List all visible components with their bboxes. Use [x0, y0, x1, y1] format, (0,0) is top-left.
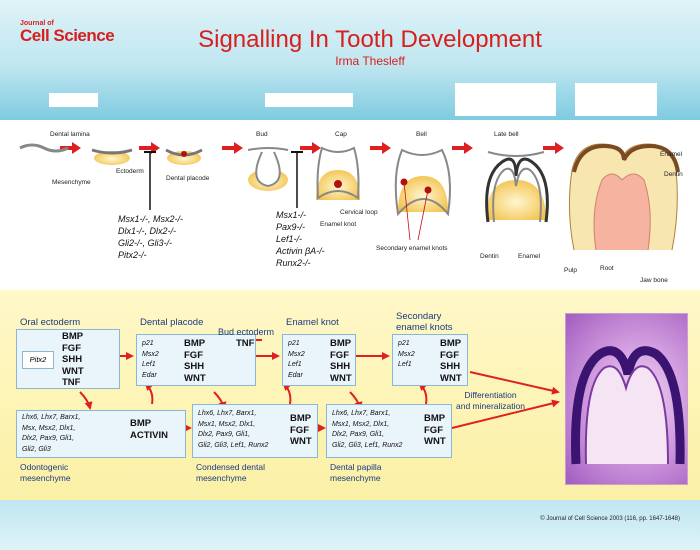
secondary-knots-signals: BMP FGF SHH WNT	[440, 338, 462, 384]
label-dentin: Dentin	[480, 253, 499, 260]
papilla-caption: Dental papilla mesenchyme	[330, 462, 382, 483]
label-root: Root	[600, 265, 614, 272]
enamel-knot-genes: p21 Msx2 Lef1 Edar	[288, 340, 305, 379]
svg-text:Activin βA-/-: Activin βA-/-	[275, 246, 325, 256]
knockout-list-1: Msx1-/-, Msx2-/- Dlx1-/-, Dlx2-/- Gli2-/…	[118, 214, 183, 260]
condensed-caption: Condensed dental mesenchyme	[196, 462, 266, 483]
svg-text:Lef1-/-: Lef1-/-	[276, 234, 302, 244]
condensed-mesenchyme-box	[192, 404, 318, 458]
dental-placode-box	[136, 334, 256, 386]
svg-text:Dlx1-/-, Dlx2-/-: Dlx1-/-, Dlx2-/-	[118, 226, 176, 236]
label-enamel: Enamel	[518, 253, 541, 260]
copyright-notice: © Journal of Cell Science 2003 (116, pp.…	[540, 516, 680, 522]
stage-label-bud: Bud	[256, 131, 268, 138]
stage-label-bell: Bell	[416, 131, 427, 138]
bud-ectoderm-heading: Bud ectoderm	[218, 327, 275, 337]
arrow-odonto-up	[144, 382, 154, 405]
arrow-secondary-to-tissue	[469, 371, 560, 395]
odontogenic-signals: BMP ACTIVIN	[130, 418, 168, 441]
blank-box-2	[265, 93, 353, 107]
author-name: Irma Thesleff	[335, 54, 405, 68]
odontogenic-genes: Lhx6, Lhx7, Barx1, Msx, Msx2, Dlx1, Dlx2…	[22, 414, 81, 453]
stage-label-dental-lamina: Dental lamina	[50, 131, 90, 138]
cap-stage	[316, 146, 360, 200]
svg-text:Pax9-/-: Pax9-/-	[276, 222, 305, 232]
secondary-knots-box	[392, 334, 468, 386]
label-mesenchyme: Mesenchyme	[52, 179, 91, 186]
svg-text:Runx2-/-: Runx2-/-	[276, 258, 311, 268]
stage-arrow-5	[370, 142, 391, 154]
label-enamel-knot: Enamel knot	[320, 221, 356, 228]
papilla-genes: Lhx6, Lhx7, Barx1, Msx1, Msx2, Dlx1, Dlx…	[332, 410, 403, 449]
arrow-condensed-up	[282, 382, 292, 405]
svg-text:Gli2-/-, Gli3-/-: Gli2-/-, Gli3-/-	[118, 238, 172, 248]
arrow-oral-down	[79, 391, 93, 410]
papilla-signals: BMP FGF WNT	[424, 413, 446, 447]
label-secondary-enamel-knots: Secondary enamel knots	[376, 245, 448, 252]
bud-stage	[247, 147, 289, 191]
page-title: Signalling In Tooth Development	[198, 26, 542, 53]
dental-lamina-epithelium	[19, 143, 69, 153]
stage-arrow-6	[452, 142, 473, 154]
oral-ectoderm-heading: Oral ectoderm	[20, 317, 81, 328]
svg-text:Pitx2-/-: Pitx2-/-	[118, 250, 147, 260]
bell-stage	[394, 148, 451, 241]
condensed-genes: Lhx6, Lhx7, Barx1, Msx1, Msx2, Dlx1, Dlx…	[198, 410, 269, 449]
secondary-knots-heading: Secondary enamel knots	[396, 311, 453, 333]
label-dental-placode: Dental placode	[166, 175, 210, 182]
label-jaw-bone: Jaw bone	[640, 277, 668, 284]
dental-placode-heading: Dental placode	[140, 317, 204, 328]
svg-text:Msx1-/-: Msx1-/-	[276, 210, 306, 220]
condensed-signals: BMP FGF WNT	[290, 413, 312, 447]
label-pulp: Pulp	[564, 267, 577, 274]
blank-box-1	[49, 93, 98, 107]
stage-label-cap: Cap	[335, 131, 347, 138]
thickening-stage	[91, 148, 133, 165]
arrow-papilla-up	[418, 382, 428, 405]
journal-logo: Journal of Cell Science	[20, 20, 115, 45]
placode-stage	[165, 148, 203, 165]
svg-text:Msx1-/-, Msx2-/-: Msx1-/-, Msx2-/-	[118, 214, 183, 224]
stage-arrows	[60, 142, 564, 154]
enamel-knot-signals: BMP FGF SHH WNT	[330, 338, 352, 384]
odontogenic-caption: Odontogenic mesenchyme	[20, 462, 71, 483]
bud-ectoderm-signal: TNF	[236, 338, 255, 349]
blank-box-4	[575, 83, 657, 116]
stage-arrow-4	[300, 142, 321, 154]
papilla-mesenchyme-box	[326, 404, 452, 458]
secondary-knots-genes: p21 Msx2 Lef1	[398, 340, 415, 368]
histology-micrograph	[565, 313, 688, 485]
odontogenic-mesenchyme-box	[16, 410, 186, 458]
late-bell-stage	[485, 151, 549, 223]
knockout-list-2: Msx1-/- Pax9-/- Lef1-/- Activin βA-/- Ru…	[275, 210, 325, 268]
oral-ectoderm-signals: BMP FGF SHH WNT TNF	[62, 331, 84, 388]
stage-arrow-3	[222, 142, 243, 154]
footer-band	[0, 500, 700, 550]
arrow-papilla-to-tissue	[451, 399, 560, 429]
mature-tooth	[568, 143, 680, 251]
stage-arrow-1	[60, 142, 81, 154]
differentiation-label: Differentiation and mineralization	[456, 390, 525, 411]
dental-placode-signals: BMP FGF SHH WNT	[184, 338, 206, 384]
label-dentin-mature: Dentin	[664, 171, 683, 178]
label-ectoderm: Ectoderm	[116, 168, 144, 175]
stage-arrow-7	[543, 142, 564, 154]
dental-placode-genes: p21 Msx2 Lef1 Edar	[142, 340, 159, 379]
pitx2-gene-box: Pitx2	[22, 351, 54, 369]
enamel-knot-heading: Enamel knot	[286, 317, 339, 328]
label-cervical-loop: Cervical loop	[340, 209, 378, 216]
enamel-knot-box	[282, 334, 356, 386]
blank-box-3	[455, 83, 556, 116]
stage-label-late-bell: Late bell	[494, 131, 519, 138]
histology-tooth-section	[571, 346, 685, 465]
label-enamel-mature: Enamel	[660, 151, 683, 158]
